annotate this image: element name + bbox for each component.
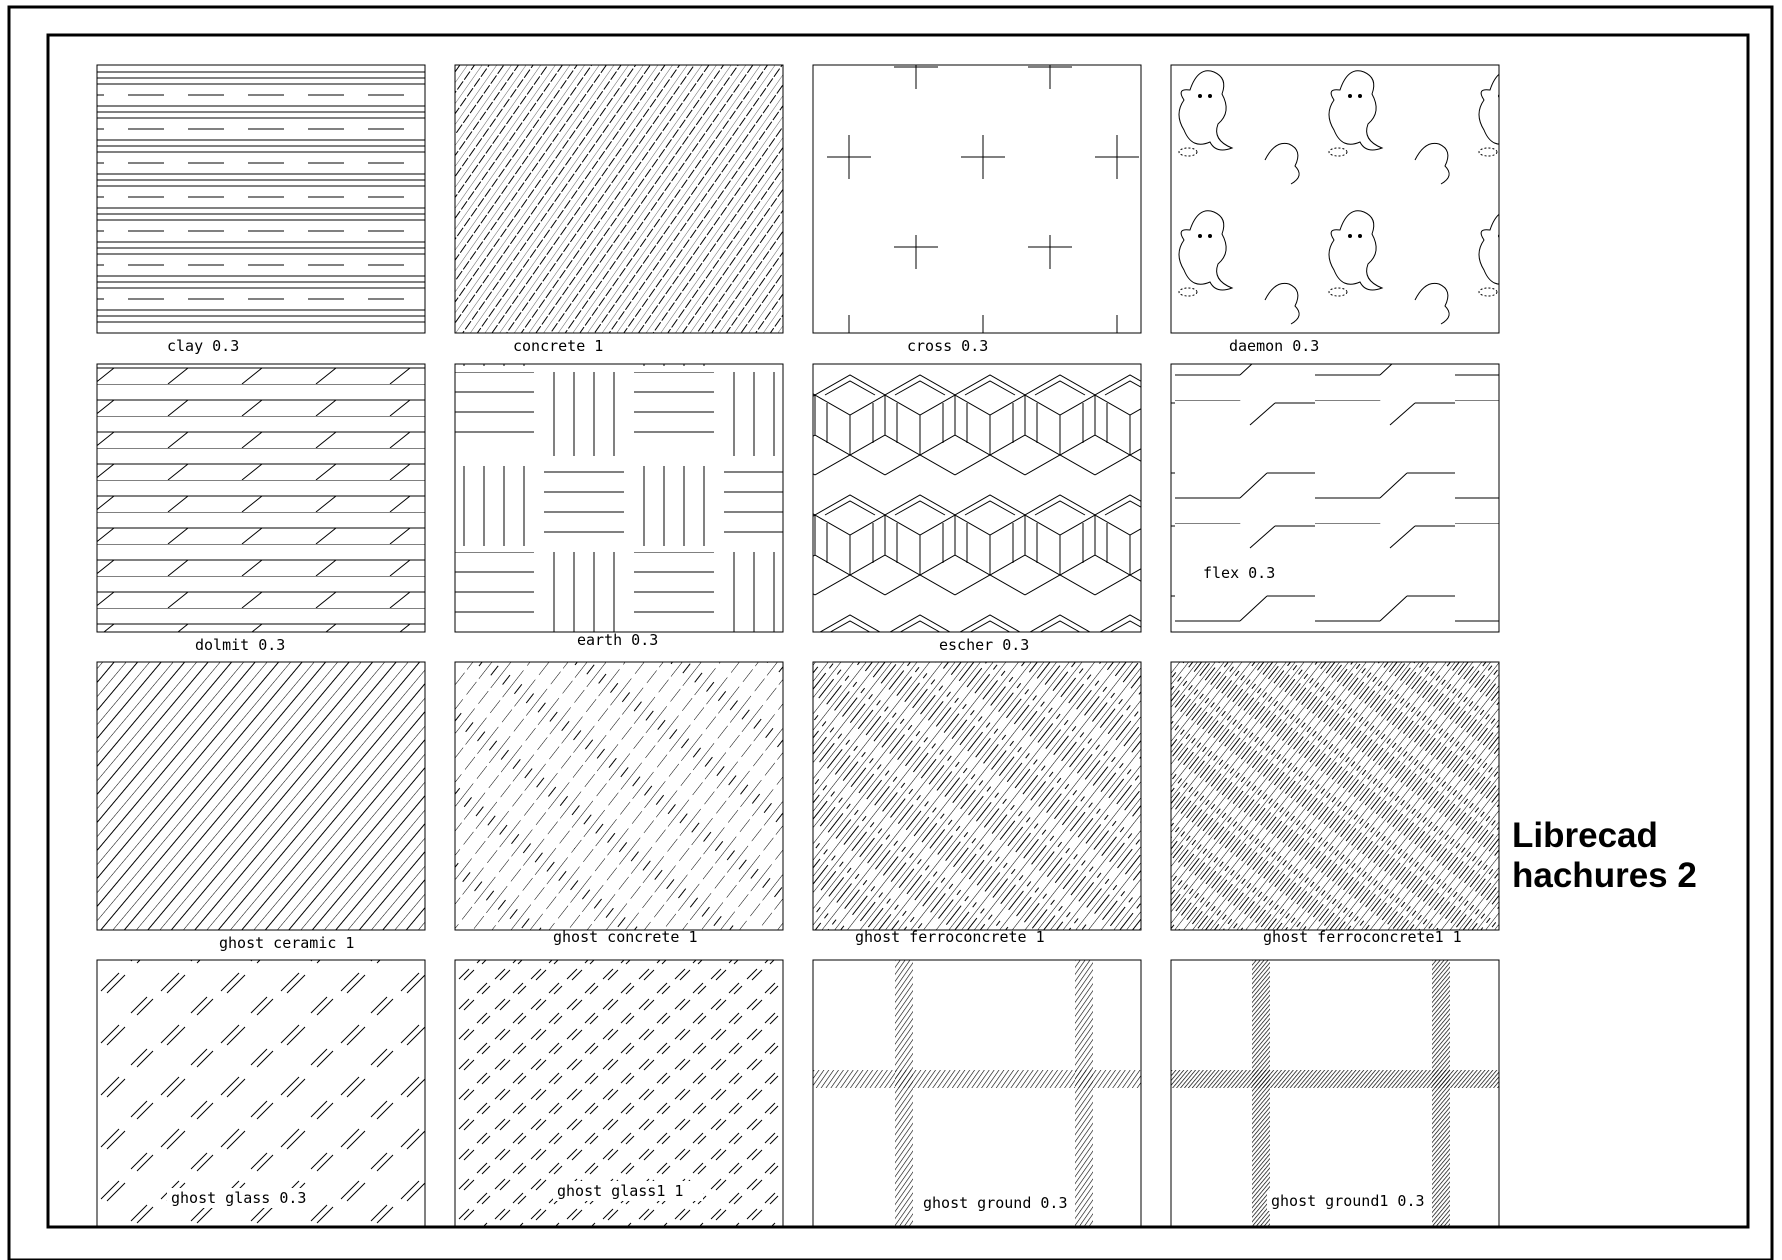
hatch-swatch-concrete: concrete 1 xyxy=(454,64,784,355)
swatch-label: daemon 0.3 xyxy=(1229,337,1319,355)
hatch-swatch-ghost-ferroconcrete: ghost ferroconcrete 1 xyxy=(812,661,1142,946)
label-backdrop xyxy=(1267,1191,1417,1211)
swatch-label: clay 0.3 xyxy=(167,337,239,355)
swatch-label: dolmit 0.3 xyxy=(195,636,285,654)
swatch-label: concrete 1 xyxy=(513,337,603,355)
hatch-fill-ghost-ground1 xyxy=(1170,959,1500,1227)
hatch-fill-flex xyxy=(1170,363,1500,633)
label-backdrop xyxy=(1199,563,1349,583)
hatch-swatch-daemon: daemon 0.3 xyxy=(1170,64,1500,355)
hatch-fill-concrete xyxy=(454,64,784,334)
hatch-swatch-ghost-glass1: ghost glass1 1 xyxy=(454,959,784,1227)
hatch-fill-ghost-ceramic xyxy=(96,661,426,931)
hatch-fill-earth xyxy=(454,363,784,633)
label-backdrop xyxy=(167,1188,317,1208)
hatch-swatch-clay: clay 0.3 xyxy=(96,64,426,355)
swatch-label: ghost ground 0.3 xyxy=(923,1194,1068,1212)
hatch-swatch-flex: flex 0.3 xyxy=(1170,363,1500,633)
hatch-fill-ghost-ferroconcrete xyxy=(812,661,1142,931)
hatch-swatch-ghost-ground1: ghost ground1 0.3 xyxy=(1170,959,1500,1227)
sheet-title-line2: hachures 2 xyxy=(1512,856,1697,895)
hatch-swatch-ghost-glass: ghost glass 0.3 xyxy=(96,959,426,1227)
swatch-label: ghost ground1 0.3 xyxy=(1271,1192,1425,1210)
swatch-label: earth 0.3 xyxy=(577,631,658,649)
swatch-label: ghost glass1 1 xyxy=(557,1182,683,1200)
hatch-swatch-ghost-ferroconcrete1: ghost ferroconcrete1 1 xyxy=(1170,661,1500,946)
swatch-label: ghost ceramic 1 xyxy=(219,934,354,952)
hatch-swatch-ghost-ground: ghost ground 0.3 xyxy=(812,959,1142,1227)
swatch-label: ghost glass 0.3 xyxy=(171,1189,306,1207)
swatch-label: ghost ferroconcrete1 1 xyxy=(1263,928,1462,946)
swatch-label: ghost concrete 1 xyxy=(553,928,698,946)
hatch-fill-dolmit xyxy=(96,363,426,633)
hatch-fill-ghost-concrete xyxy=(454,661,784,931)
swatch-label: ghost ferroconcrete 1 xyxy=(855,928,1045,946)
hatch-swatch-dolmit: dolmit 0.3 xyxy=(96,363,426,654)
hatch-fill-ghost-glass xyxy=(96,959,426,1227)
swatch-label: cross 0.3 xyxy=(907,337,988,355)
swatch-label: flex 0.3 xyxy=(1203,564,1275,582)
hatch-swatch-earth: earth 0.3 xyxy=(454,363,784,649)
hatch-fill-ghost-ferroconcrete1 xyxy=(1170,661,1500,931)
swatch-grid: clay 0.3 concrete 1 cross 0.3 daemon 0.3 dol… xyxy=(96,64,1500,1227)
sheet-title-line1: Librecad xyxy=(1512,816,1658,855)
hatch-fill-cross xyxy=(812,64,1142,334)
hatch-fill-escher xyxy=(812,363,1142,633)
hatch-swatch-ghost-ceramic: ghost ceramic 1 xyxy=(96,661,426,952)
swatch-label: escher 0.3 xyxy=(939,636,1029,654)
inner-border xyxy=(46,33,1750,1229)
outer-frame xyxy=(7,5,1774,1260)
hatch-swatch-cross: cross 0.3 xyxy=(812,64,1142,355)
label-backdrop xyxy=(553,1181,703,1201)
hatch-swatch-escher: escher 0.3 xyxy=(812,363,1142,654)
hatch-fill-clay xyxy=(96,64,426,334)
label-backdrop xyxy=(919,1193,1069,1213)
hatch-fill-daemon xyxy=(1170,64,1500,334)
hatch-swatch-ghost-concrete: ghost concrete 1 xyxy=(454,661,784,946)
hatch-fill-ghost-ground xyxy=(812,959,1142,1227)
